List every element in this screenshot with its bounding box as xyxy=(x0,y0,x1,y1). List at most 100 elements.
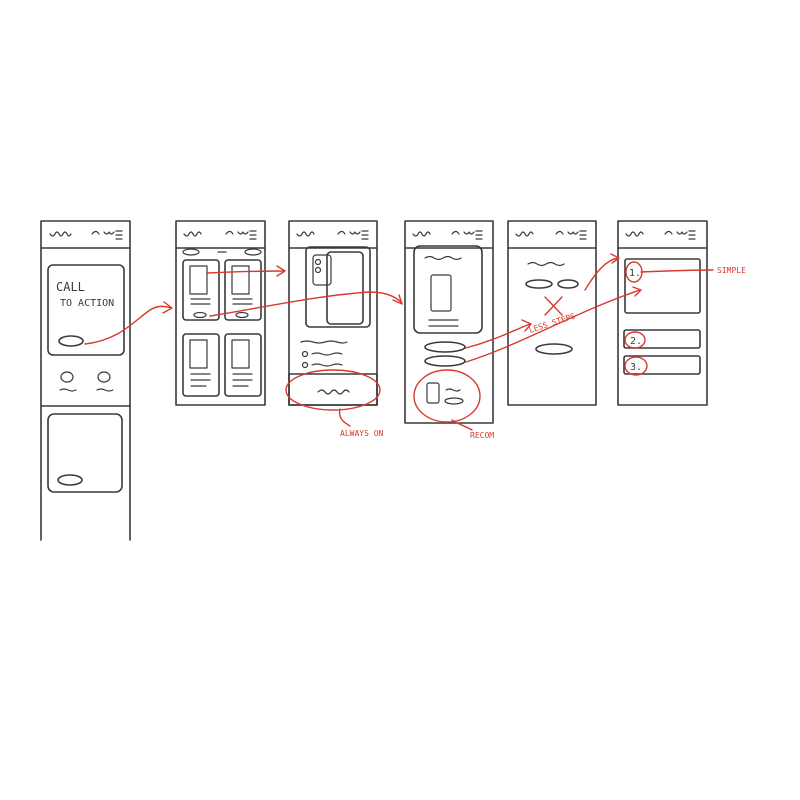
arrow-head xyxy=(162,301,173,314)
cta-text-line1: CALL xyxy=(56,280,85,294)
step-2-number: 2. xyxy=(630,336,642,347)
product-card-lines xyxy=(232,373,253,387)
cart-phone-image xyxy=(430,274,452,312)
recom-highlight xyxy=(413,369,481,423)
camera-lens xyxy=(314,258,322,266)
flow-arrow-to-step-one xyxy=(584,257,619,291)
screen-landing-frame xyxy=(40,220,131,541)
flow-arrow-grid-to-cart xyxy=(209,291,403,317)
option-label xyxy=(311,352,343,356)
screen-removed-frame xyxy=(507,220,597,406)
flow-arrow-grid-to-detail xyxy=(207,270,285,274)
product-card[interactable] xyxy=(182,259,220,321)
spec-line xyxy=(300,340,348,344)
step-1-panel[interactable] xyxy=(624,258,701,314)
screen-cart-frame xyxy=(404,220,494,424)
filter-pill-left[interactable] xyxy=(182,248,200,256)
product-card-button[interactable] xyxy=(193,311,207,319)
filter-pill-right[interactable] xyxy=(244,248,262,256)
flow-arrow-to-simplified xyxy=(465,323,531,349)
option-pill-right[interactable] xyxy=(557,279,579,289)
step-1-number: 1. xyxy=(629,268,641,279)
continue-pill[interactable] xyxy=(535,343,573,355)
simple-pointer xyxy=(640,269,714,273)
option-pill-left[interactable] xyxy=(525,279,553,289)
step-3-panel[interactable] xyxy=(623,355,701,375)
product-card-lines xyxy=(232,298,253,305)
step-2-panel[interactable] xyxy=(623,329,701,349)
checkout-button-1[interactable] xyxy=(424,341,466,353)
logo-scribble xyxy=(296,231,315,237)
always-on-label: ALWAYS ON xyxy=(340,429,384,438)
recom-pointer xyxy=(451,419,473,431)
option-radio[interactable] xyxy=(301,361,309,369)
recommendation-image xyxy=(426,382,440,404)
logo-scribble xyxy=(183,231,202,237)
secondary-cta-button[interactable] xyxy=(57,474,83,486)
screen-landing: CALL TO ACTION xyxy=(40,220,131,541)
product-card-button[interactable] xyxy=(235,311,249,319)
header-icons-scribble xyxy=(91,230,123,240)
hero-card xyxy=(47,264,125,356)
product-phone-image xyxy=(231,265,250,295)
checkout-button-2[interactable] xyxy=(424,355,466,367)
cart-summary-card xyxy=(413,245,483,334)
arrow-head xyxy=(521,319,532,332)
screen-numbered-steps: 1. 2. 3. xyxy=(617,220,708,406)
secondary-card xyxy=(47,413,123,493)
logo-scribble xyxy=(515,231,534,237)
recom-label: RECOM xyxy=(470,431,494,440)
feature-caption-right xyxy=(96,388,114,392)
cta-button[interactable] xyxy=(58,335,84,347)
product-phone-image xyxy=(231,339,250,369)
always-on-highlight xyxy=(285,369,381,411)
arrow-head xyxy=(610,253,620,264)
option-label xyxy=(311,363,343,367)
product-card[interactable] xyxy=(224,259,262,321)
screen-steps-frame xyxy=(617,220,708,406)
step-3-marker xyxy=(624,356,648,376)
phone-front xyxy=(326,251,364,325)
step-2-marker xyxy=(624,331,646,349)
sticky-buy-bar[interactable] xyxy=(288,373,378,406)
step-title-scribble xyxy=(527,261,565,267)
screen-cart xyxy=(404,220,494,424)
logo-scribble xyxy=(49,231,72,237)
product-phone-image xyxy=(189,265,208,295)
cart-item-lines xyxy=(428,319,459,327)
flow-arrow-cta-to-grid xyxy=(84,305,173,345)
arrow-head xyxy=(392,294,403,305)
feature-icon-right xyxy=(97,371,111,383)
flow-annotations: ALWAYS ON RECOM LESS STEPS SIMPLE xyxy=(84,253,746,440)
logo-scribble xyxy=(625,231,644,237)
cart-title-scribble xyxy=(424,255,462,261)
arrow-head xyxy=(276,265,286,277)
product-card[interactable] xyxy=(224,333,262,397)
sticky-bar-label xyxy=(317,389,350,395)
product-card-lines xyxy=(190,298,211,305)
product-card-lines xyxy=(190,373,211,387)
always-on-pointer xyxy=(338,408,351,427)
feature-caption-left xyxy=(59,388,77,392)
option-radio[interactable] xyxy=(301,350,309,358)
product-phone-image xyxy=(189,339,208,369)
cta-text-line2: TO ACTION xyxy=(60,298,114,309)
simple-label: SIMPLE xyxy=(717,266,746,275)
arrow-head xyxy=(632,286,642,297)
logo-scribble xyxy=(412,231,431,237)
product-hero-image xyxy=(305,246,371,328)
camera-lens xyxy=(314,266,322,274)
screen-product-detail xyxy=(288,220,378,406)
feature-icon-left xyxy=(60,371,74,383)
screen-removed-step xyxy=(507,220,597,406)
cross-out-icon xyxy=(544,296,563,316)
recommendation-text xyxy=(445,388,461,392)
product-card[interactable] xyxy=(182,333,220,397)
header-icons-scribble xyxy=(225,230,257,240)
phone-back xyxy=(312,254,332,286)
less-steps-label: LESS STEPS xyxy=(528,311,577,334)
header-icons-scribble xyxy=(555,230,587,240)
recommendation-button[interactable] xyxy=(444,397,464,405)
step-3-number: 3. xyxy=(630,362,642,373)
